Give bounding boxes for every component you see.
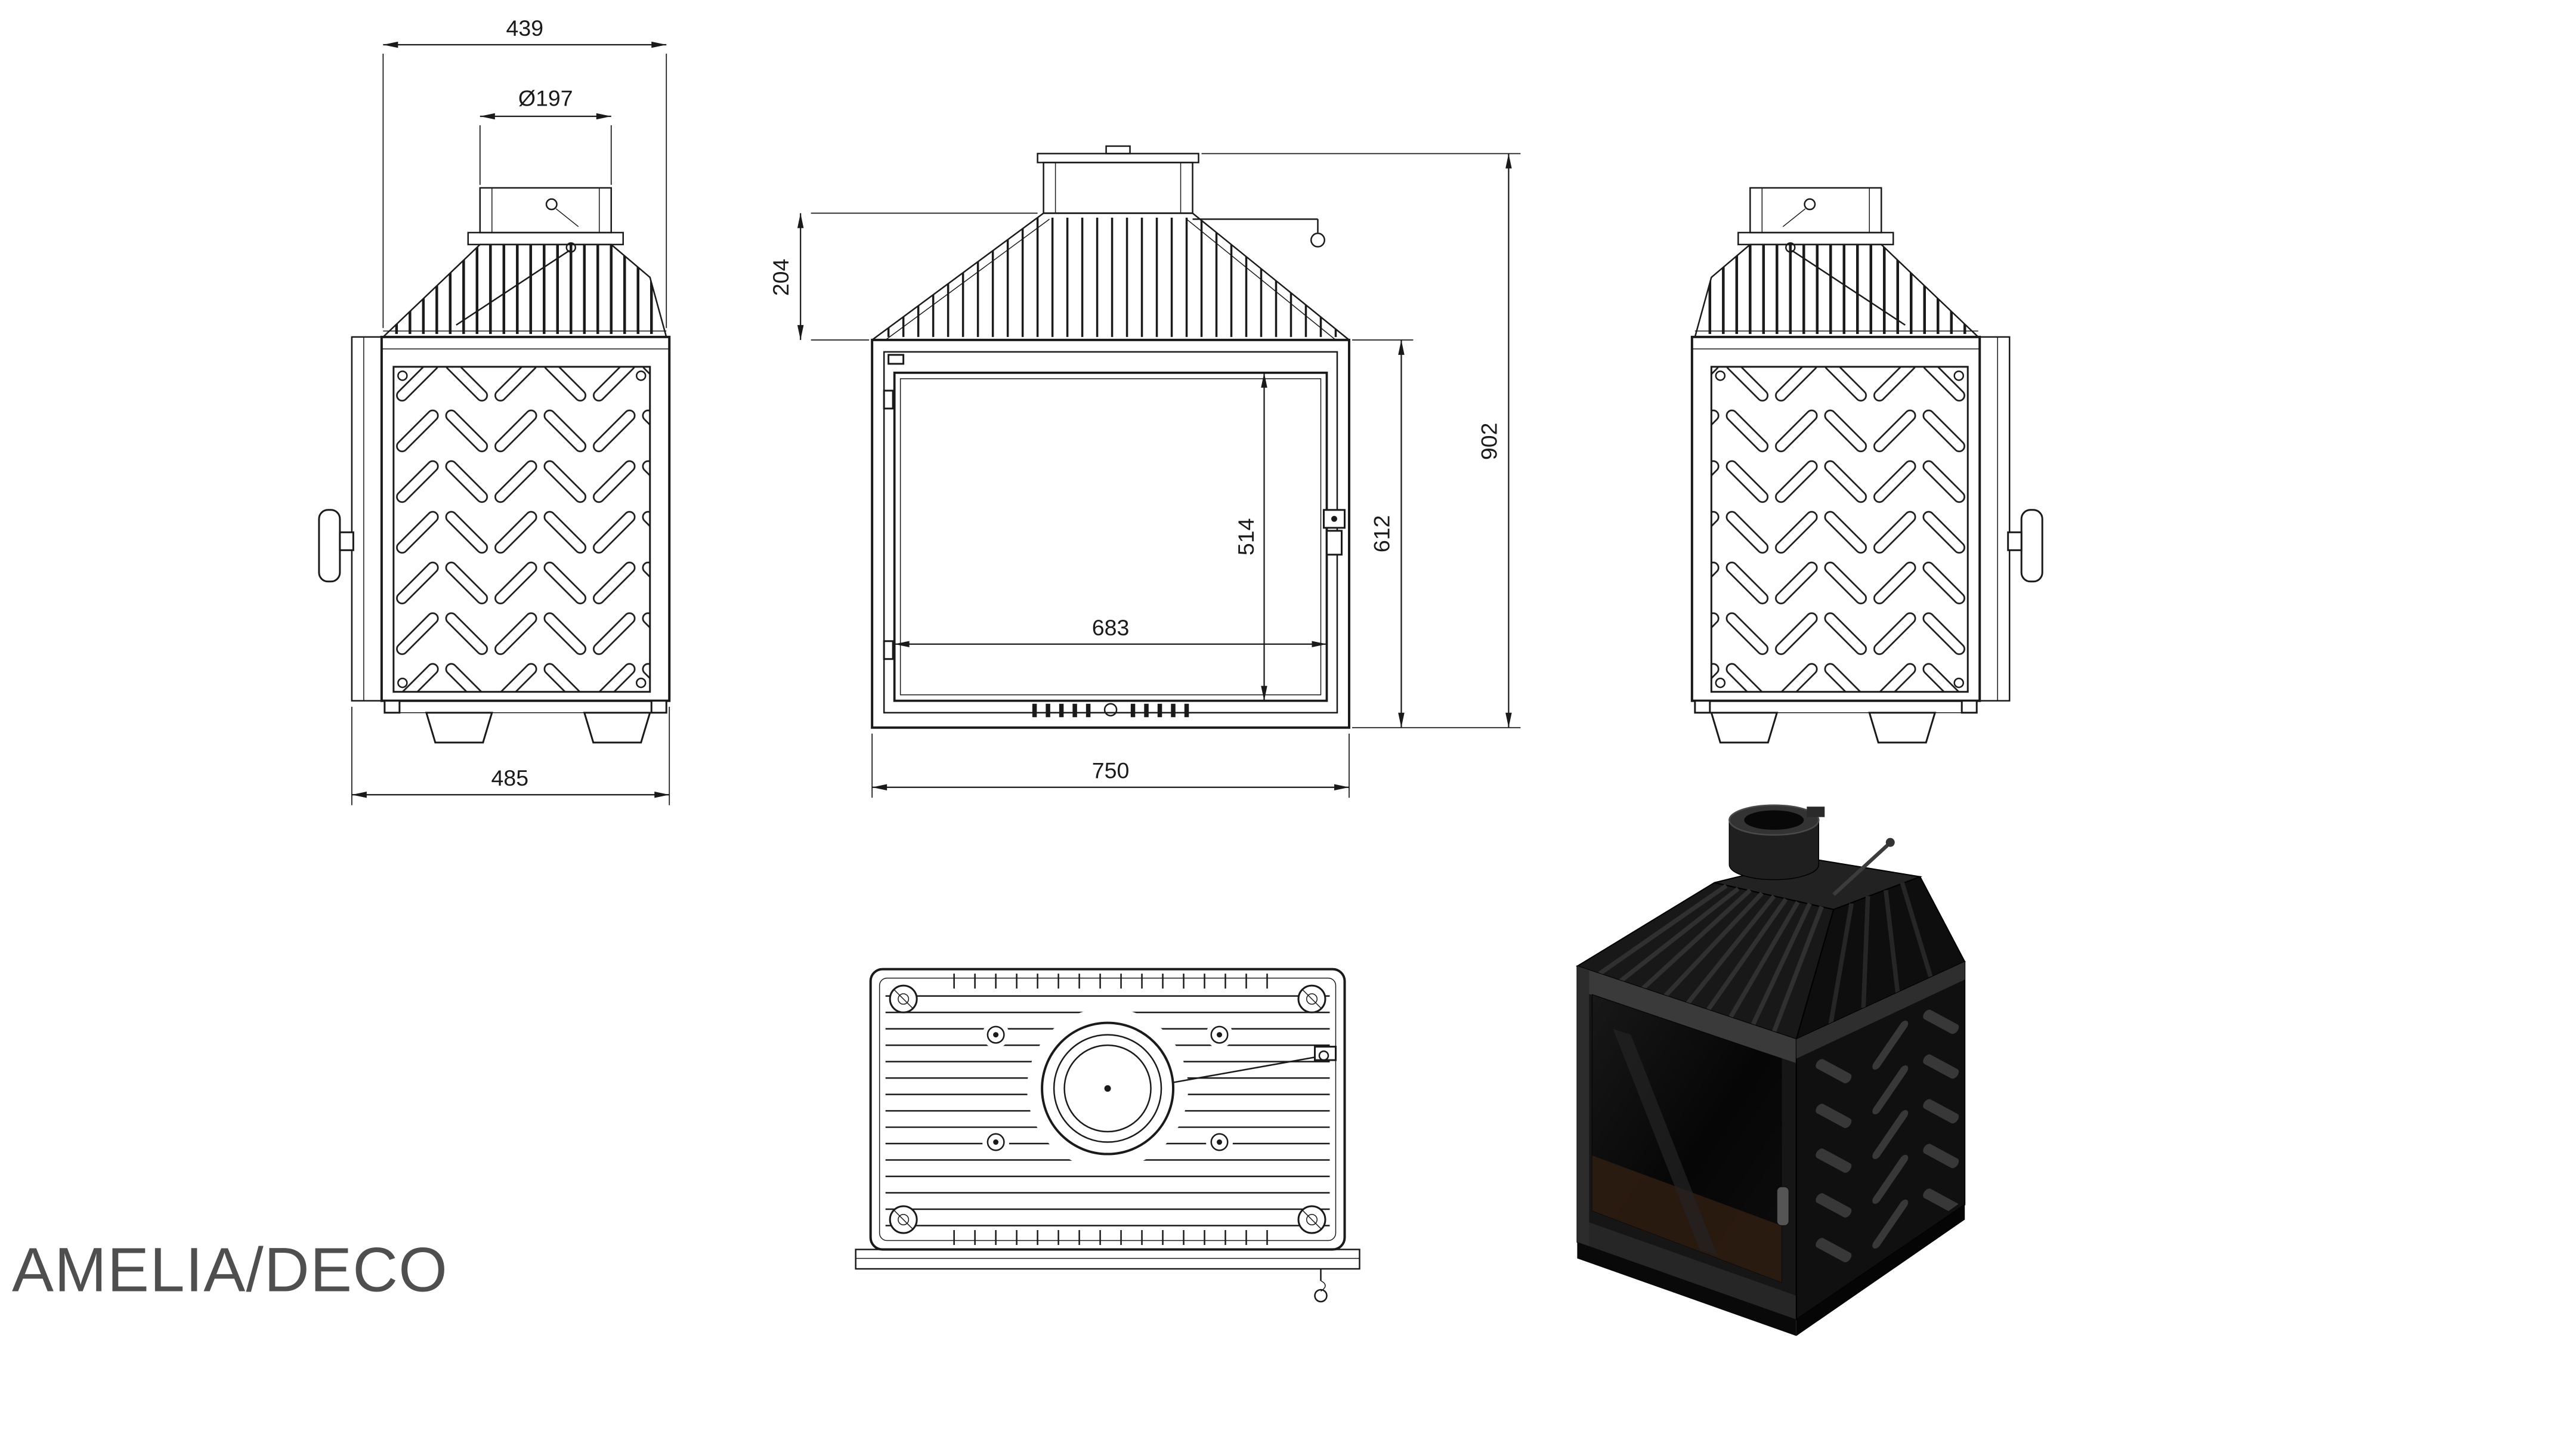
top-view: [855, 968, 1360, 1303]
dim-top-width: 439: [506, 16, 544, 41]
iso-render-3d: [1576, 804, 1966, 1336]
front-dimensions: 204 514 683 612 902 750: [768, 153, 1521, 798]
side-view-right: [1692, 188, 2042, 743]
dim-glass-width: 683: [1092, 615, 1130, 640]
dim-total-height: 902: [1476, 423, 1501, 461]
side-left-dimensions: 439 Ø197 485: [351, 16, 670, 805]
dim-glass-height: 514: [1233, 518, 1258, 556]
dim-flue-diameter: Ø197: [518, 85, 573, 110]
dim-depth: 485: [491, 765, 529, 790]
front-view: 204 514 683 612 902 750: [768, 145, 1521, 798]
side-view-left: 439 Ø197 485: [318, 16, 671, 805]
dim-hood-height: 204: [768, 259, 793, 296]
product-title: AMELIA/DECO: [12, 1235, 448, 1305]
dim-door-height: 612: [1369, 515, 1394, 553]
dim-total-width: 750: [1092, 758, 1130, 783]
